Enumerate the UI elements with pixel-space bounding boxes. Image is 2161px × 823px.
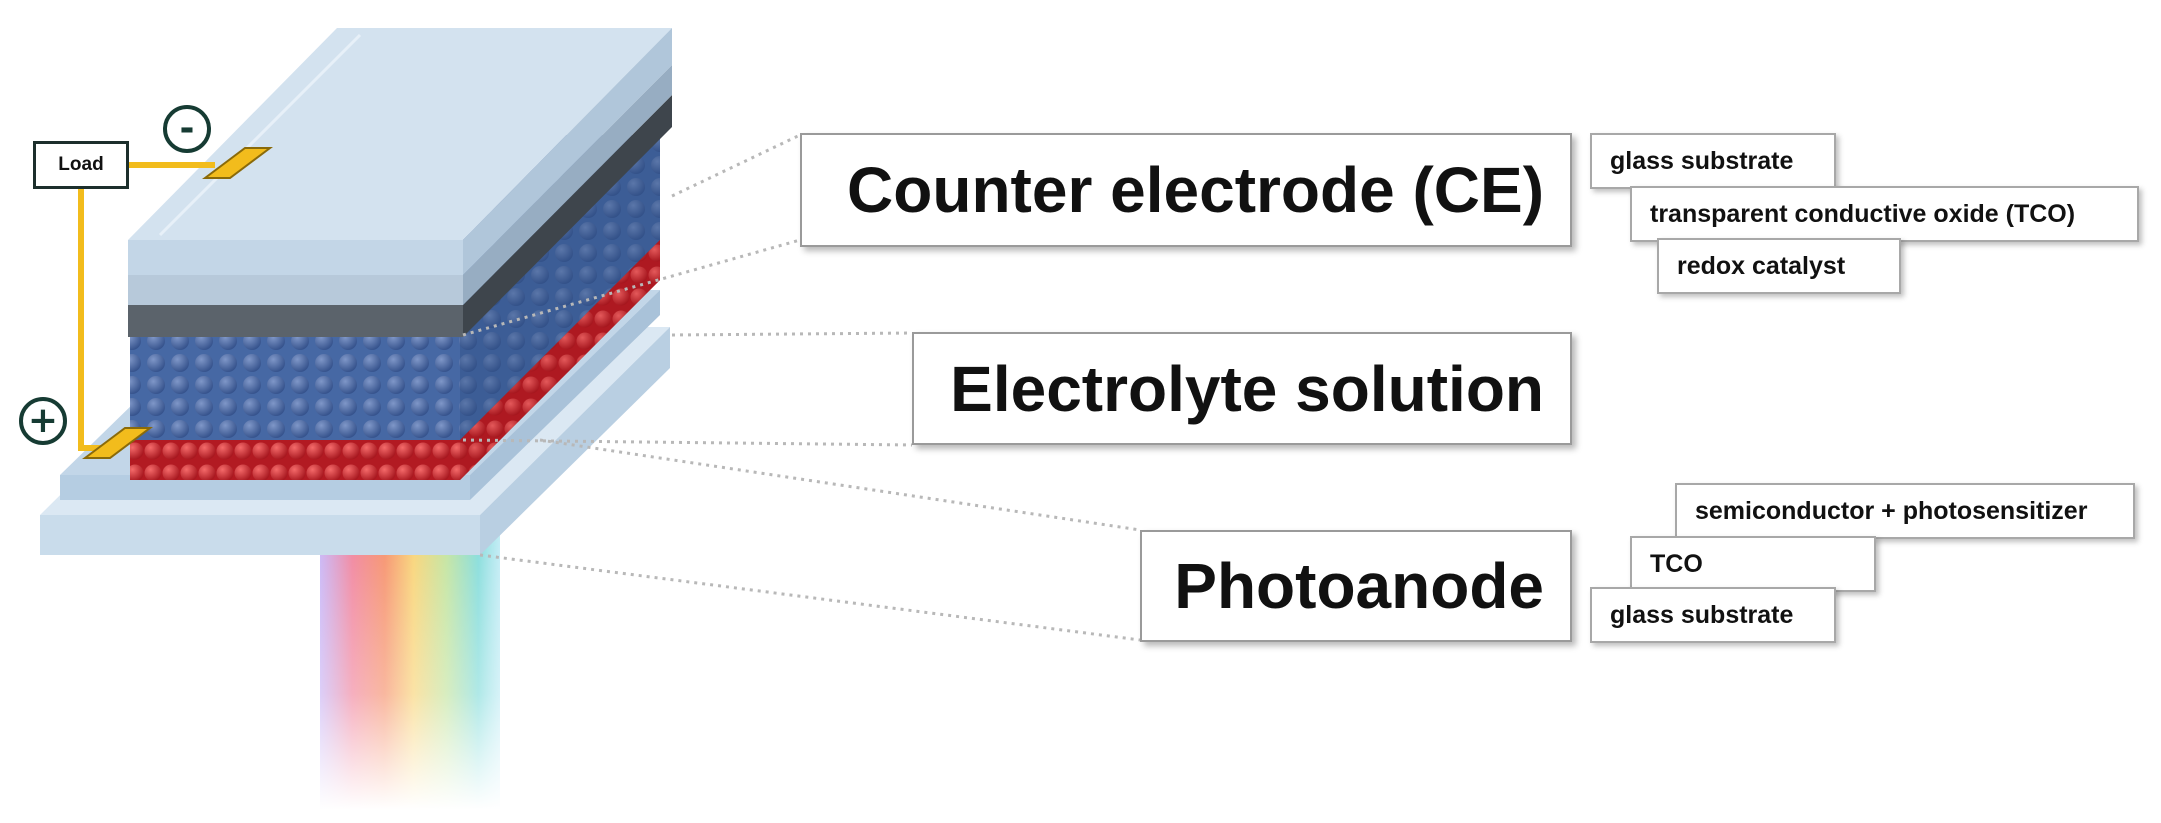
ce-layer-glass: glass substrate	[1590, 133, 1836, 189]
positive-sign: +	[27, 400, 59, 441]
negative-sign: -	[179, 108, 195, 149]
ce-glass	[128, 28, 672, 275]
light-beam	[320, 520, 500, 810]
pa-layer-glass-label: glass substrate	[1610, 600, 1794, 629]
electrolyte-label-box: Electrolyte solution	[912, 332, 1572, 445]
ce-layer-catalyst: redox catalyst	[1657, 238, 1901, 294]
leader-lines	[462, 133, 1141, 642]
load-box: Load	[33, 141, 129, 189]
ce-catalyst	[128, 95, 672, 337]
electrolyte-label: Electrolyte solution	[950, 352, 1544, 425]
ce-layer-glass-label: glass substrate	[1610, 146, 1794, 175]
negative-terminal-tab	[202, 147, 273, 179]
ce-layer-catalyst-label: redox catalyst	[1677, 251, 1846, 280]
ce-layer-tco: transparent conductive oxide (TCO)	[1630, 186, 2139, 242]
pa-layer-glass: glass substrate	[1590, 587, 1836, 643]
counter-electrode-label-box: Counter electrode (CE)	[800, 133, 1572, 247]
negative-terminal-icon: -	[163, 105, 211, 153]
photoanode-label-box: Photoanode	[1140, 530, 1572, 642]
pa-layer-tco-label: TCO	[1650, 549, 1703, 578]
pa-layer-tco: TCO	[1630, 536, 1876, 592]
ce-layer-tco-label: transparent conductive oxide (TCO)	[1650, 199, 2076, 228]
positive-terminal-tab	[82, 427, 153, 459]
pa-layer-semiconductor: semiconductor + photosensitizer	[1675, 483, 2135, 539]
pa-layer-semiconductor-label: semiconductor + photosensitizer	[1695, 496, 2088, 525]
positive-terminal-icon: +	[19, 397, 67, 445]
photoanode-label: Photoanode	[1174, 550, 1544, 622]
semiconductor-layer	[130, 240, 660, 480]
counter-electrode-label: Counter electrode (CE)	[847, 154, 1544, 226]
glass-sheen	[158, 33, 362, 237]
ce-tco	[128, 65, 672, 305]
load-label: Load	[58, 154, 104, 175]
